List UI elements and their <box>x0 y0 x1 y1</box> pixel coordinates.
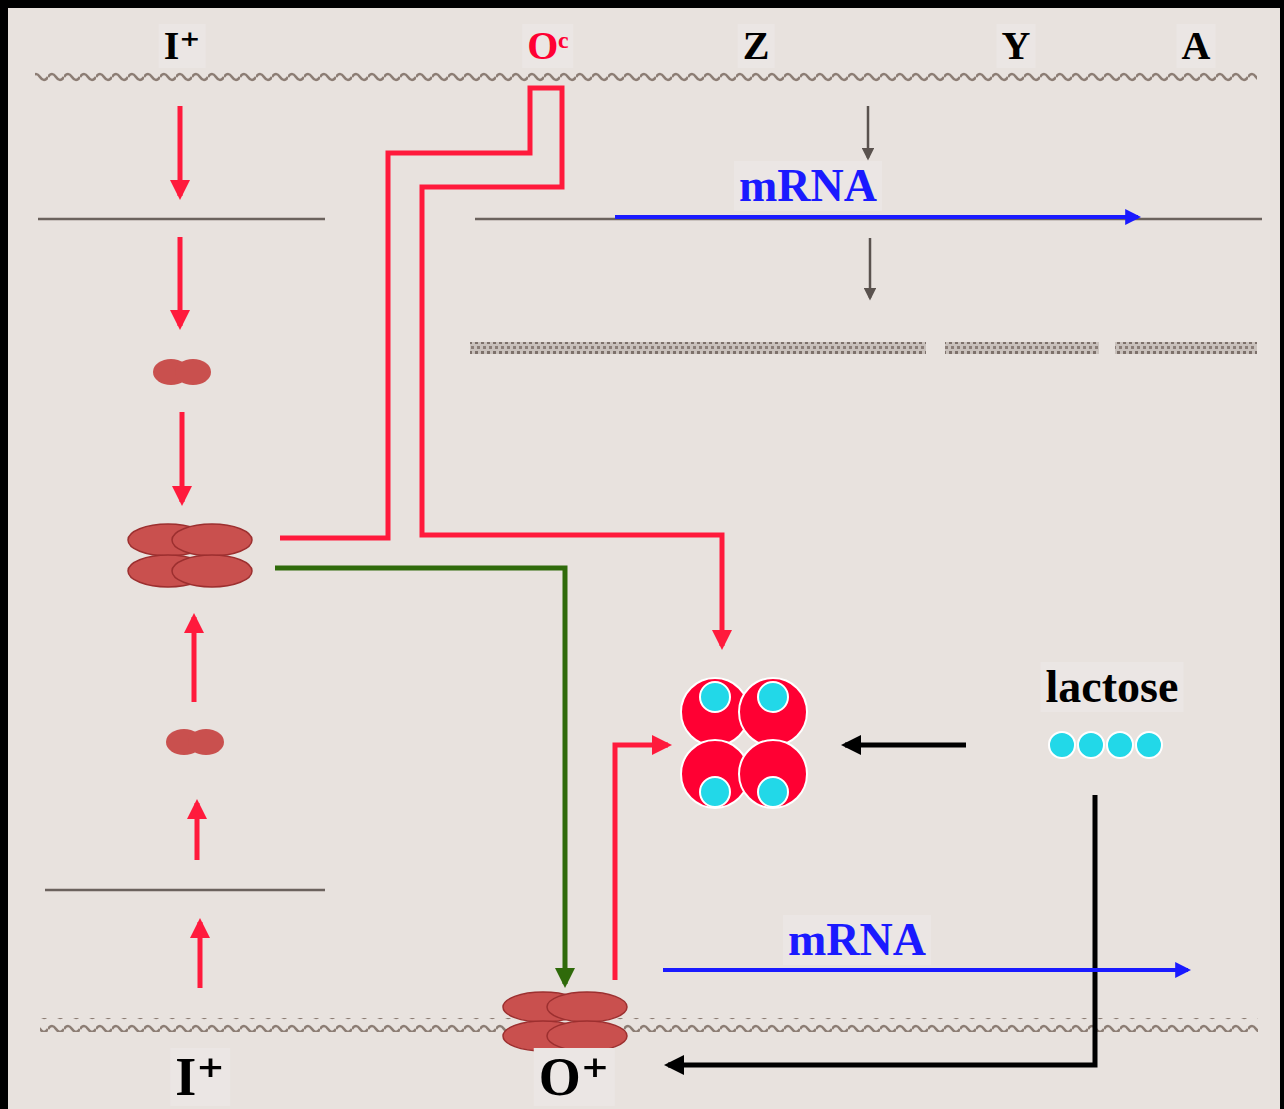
repressor-tetramer <box>128 524 252 587</box>
dna-strand <box>40 1018 1258 1032</box>
gene-label: I⁺ <box>159 24 206 68</box>
gene-label: Oᶜ <box>522 24 573 68</box>
lactose-label: lactose <box>1041 662 1184 712</box>
lactose-molecules <box>1049 732 1162 758</box>
dna-strand <box>35 68 1257 82</box>
inducer-arrow <box>845 743 966 748</box>
mrna-arrow <box>615 215 1138 219</box>
structural-gene-expression <box>470 106 1262 354</box>
release-path <box>615 745 668 980</box>
binding-path <box>275 568 565 984</box>
gene-label: O⁺ <box>534 1048 615 1106</box>
mrna-label: mRNA <box>734 161 882 211</box>
mrna-label: mRNA <box>783 915 931 965</box>
inducer-path <box>668 795 1095 1065</box>
repressor-synthesis <box>45 617 325 988</box>
repressor-path <box>280 88 722 646</box>
background-panel <box>8 8 1280 1109</box>
bound-repressor <box>503 992 627 1051</box>
repressor-inducer-complex <box>681 678 807 808</box>
gene-label: I⁺ <box>170 1048 230 1106</box>
gene-label: Y <box>997 24 1036 68</box>
gene-label: Z <box>738 24 775 68</box>
gene-label: A <box>1177 24 1216 68</box>
repressor-synthesis <box>38 106 325 502</box>
mrna-arrow <box>663 968 1188 972</box>
